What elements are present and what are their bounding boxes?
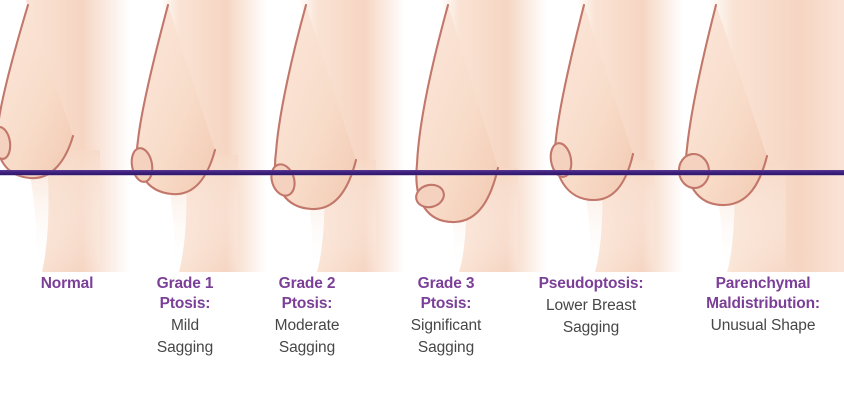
caption-desc-line1: Unusual Shape	[710, 317, 816, 334]
breast-profile-parenchymal	[672, 0, 844, 272]
caption-title: Grade 2	[278, 275, 336, 292]
breast-profile-grade-2	[262, 0, 405, 272]
figure-grade-3-ptosis	[400, 0, 547, 272]
caption-grade-3-ptosis: Grade 3 Ptosis: Significant Sagging	[366, 274, 526, 358]
caption-parenchymal-maldistribution: Parenchymal Maldistribution: Unusual Sha…	[683, 274, 843, 336]
caption-desc-line2: Sagging	[278, 339, 336, 356]
caption-desc-line2: Sagging	[156, 339, 214, 356]
figure-normal	[0, 0, 130, 272]
illustration-band	[0, 0, 844, 272]
caption-title: Parenchymal	[715, 275, 811, 292]
figure-parenchymal-maldistribution	[672, 0, 844, 272]
caption-title: Grade 1	[156, 275, 214, 292]
caption-pseudoptosis: Pseudoptosis: Lower Breast Sagging	[511, 274, 671, 338]
caption-grade-2-ptosis: Grade 2 Ptosis: Moderate Sagging	[227, 274, 387, 358]
figure-grade-1-ptosis	[122, 0, 267, 272]
caption-row: Normal Grade 1 Ptosis: Mild Sagging Grad…	[0, 274, 844, 402]
breast-profile-grade-1	[122, 0, 267, 272]
inframammary-fold-line	[0, 170, 844, 176]
caption-desc-line1: Lower Breast	[545, 297, 637, 314]
caption-grade-1-ptosis: Grade 1 Ptosis: Mild Sagging	[105, 274, 265, 358]
figure-grade-2-ptosis	[262, 0, 405, 272]
caption-desc-line2: Sagging	[562, 319, 620, 336]
caption-title: Normal	[40, 275, 94, 292]
caption-title-line2: Ptosis:	[159, 295, 211, 312]
caption-title-line2: Maldistribution:	[706, 295, 820, 312]
caption-title-line2: Ptosis:	[281, 295, 333, 312]
breast-profile-normal	[0, 0, 130, 272]
caption-desc-line1: Significant	[410, 317, 482, 334]
breast-profile-pseudoptosis	[540, 0, 683, 272]
figure-pseudoptosis	[540, 0, 683, 272]
caption-desc-line1: Moderate	[274, 317, 340, 334]
caption-title: Grade 3	[417, 275, 475, 292]
caption-title: Pseudoptosis:	[538, 275, 644, 292]
caption-desc-line2: Sagging	[417, 339, 475, 356]
caption-normal: Normal	[0, 274, 147, 294]
caption-title-line2: Ptosis:	[420, 295, 472, 312]
caption-desc-line1: Mild	[170, 317, 200, 334]
breast-profile-grade-3	[400, 0, 547, 272]
